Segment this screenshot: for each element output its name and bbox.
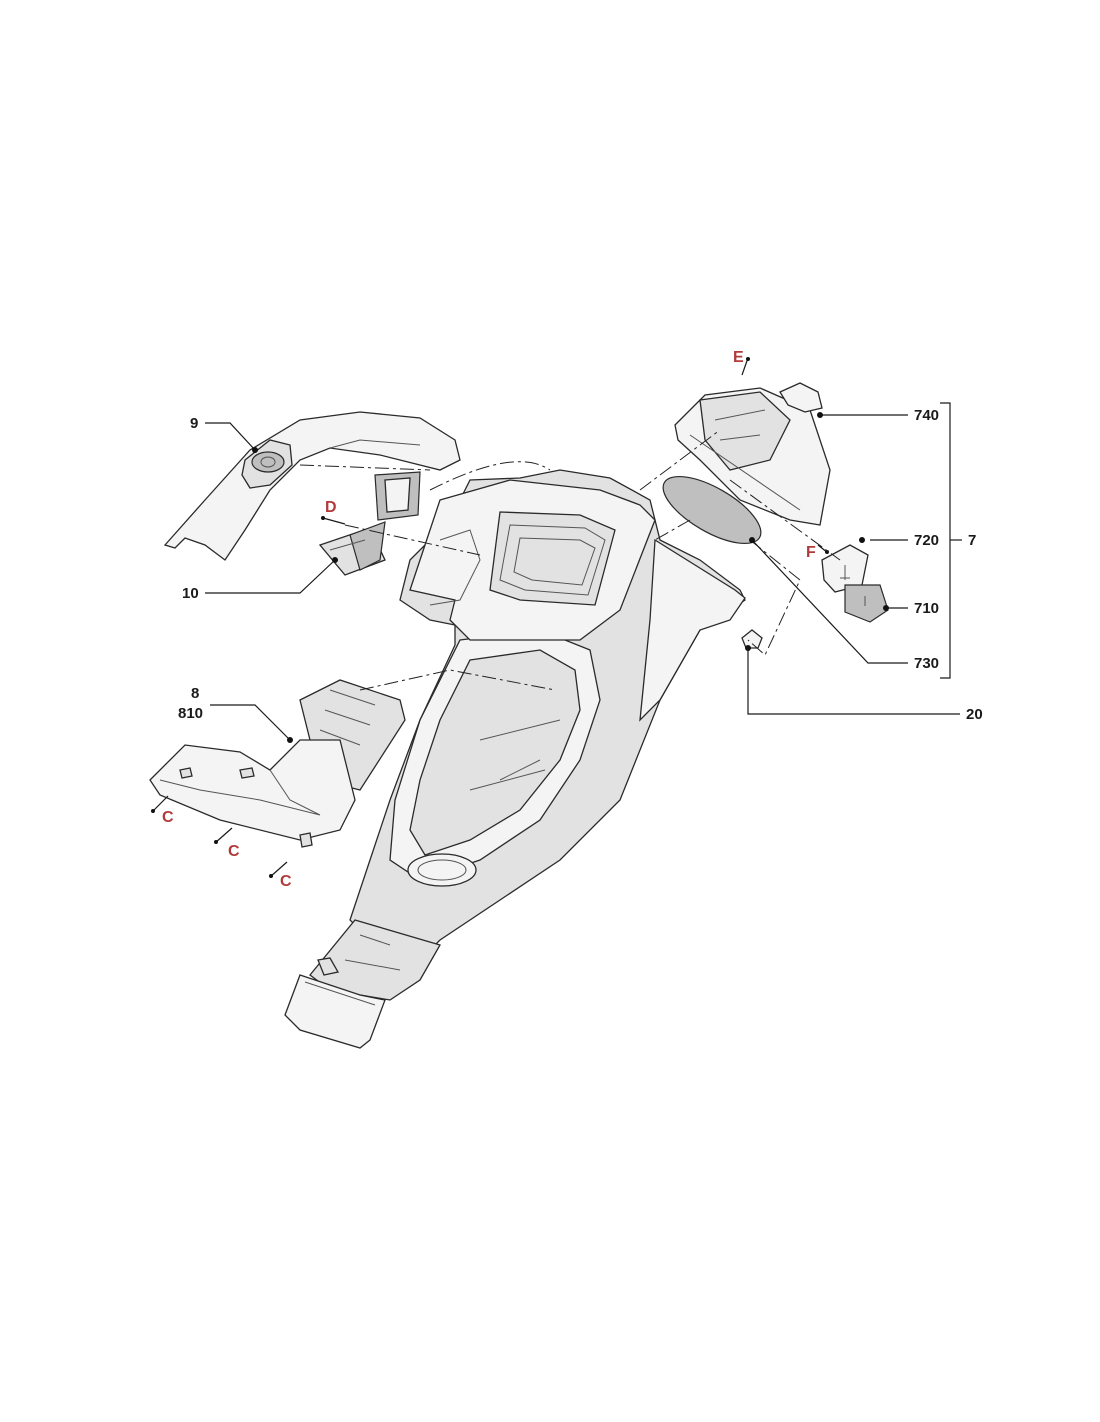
battery-cover-part [149,679,406,848]
label-730: 730 [914,655,939,672]
assembly-lines [299,429,841,691]
label-720: 720 [914,532,939,549]
label-screw-c3: C [280,873,292,890]
leader-lines [205,402,962,743]
label-screw-c1: C [162,809,174,826]
main-housing [284,469,746,1049]
label-9: 9 [190,415,198,432]
label-screw-f: F [806,544,816,561]
label-20: 20 [966,706,983,723]
screw-c3 [269,861,288,878]
screw-d [321,516,346,525]
screw-c1 [151,795,169,813]
screw-e [741,357,750,376]
label-10: 10 [182,585,199,602]
label-710: 710 [914,600,939,617]
handle-cover-part [163,411,461,561]
label-screw-e: E [733,349,744,366]
label-screw-c2: C [228,843,240,860]
switch-assembly-part [318,471,421,576]
label-7: 7 [968,532,976,549]
label-screw-d: D [325,499,337,516]
label-8: 8 [191,685,199,702]
label-740: 740 [914,407,939,424]
screw-f [817,544,829,554]
filter-housing-part [662,382,889,649]
screw-c2 [214,827,233,844]
label-810: 810 [178,705,203,722]
